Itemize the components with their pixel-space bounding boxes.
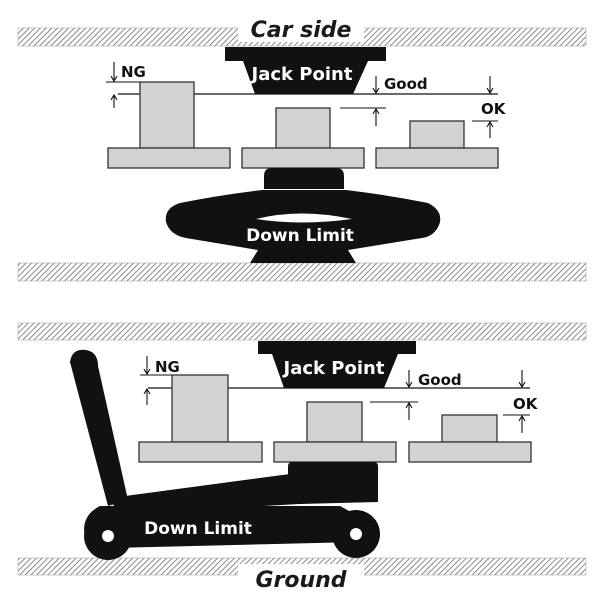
- top-panel: Car side Jack Point NG: [17, 14, 587, 282]
- ng-label-top: NG: [121, 63, 146, 81]
- ok-dimension-bottom: [503, 370, 530, 433]
- good-dimension-top: [340, 76, 386, 126]
- ng-label-bottom: NG: [155, 358, 180, 376]
- block-ng-top: [107, 81, 231, 169]
- block-good-bottom: [273, 401, 397, 463]
- block-ng-bottom: [138, 374, 263, 463]
- car-side-band-bottom: [17, 322, 587, 341]
- down-limit-label-top: Down Limit: [246, 226, 354, 246]
- good-label-bottom: Good: [418, 371, 462, 389]
- jack-point-top: [225, 47, 386, 94]
- ground-band-top: [17, 262, 587, 282]
- block-good-top: [241, 107, 365, 169]
- ok-label-bottom: OK: [513, 395, 539, 413]
- car-side-label: Car side: [251, 18, 352, 43]
- bottom-panel: Ground Jack Point NG: [17, 322, 587, 594]
- saddle-jack-top: [165, 168, 441, 263]
- jack-point-label-top: Jack Point: [250, 64, 353, 85]
- jack-point-label-bottom: Jack Point: [282, 358, 385, 379]
- ng-dimension-bottom: [140, 356, 172, 405]
- block-ok-bottom: [408, 414, 532, 463]
- block-ok-top: [375, 120, 499, 169]
- jack-point-bottom: [258, 341, 416, 388]
- ng-dimension-top: [106, 62, 140, 108]
- floor-jack-bottom: [70, 349, 380, 560]
- good-dimension-bottom: [370, 370, 418, 420]
- good-label-top: Good: [384, 75, 428, 93]
- ok-label-top: OK: [481, 100, 507, 118]
- ground-label: Ground: [255, 568, 346, 593]
- ok-dimension-top: [472, 76, 498, 138]
- down-limit-label-bottom: Down Limit: [144, 519, 252, 539]
